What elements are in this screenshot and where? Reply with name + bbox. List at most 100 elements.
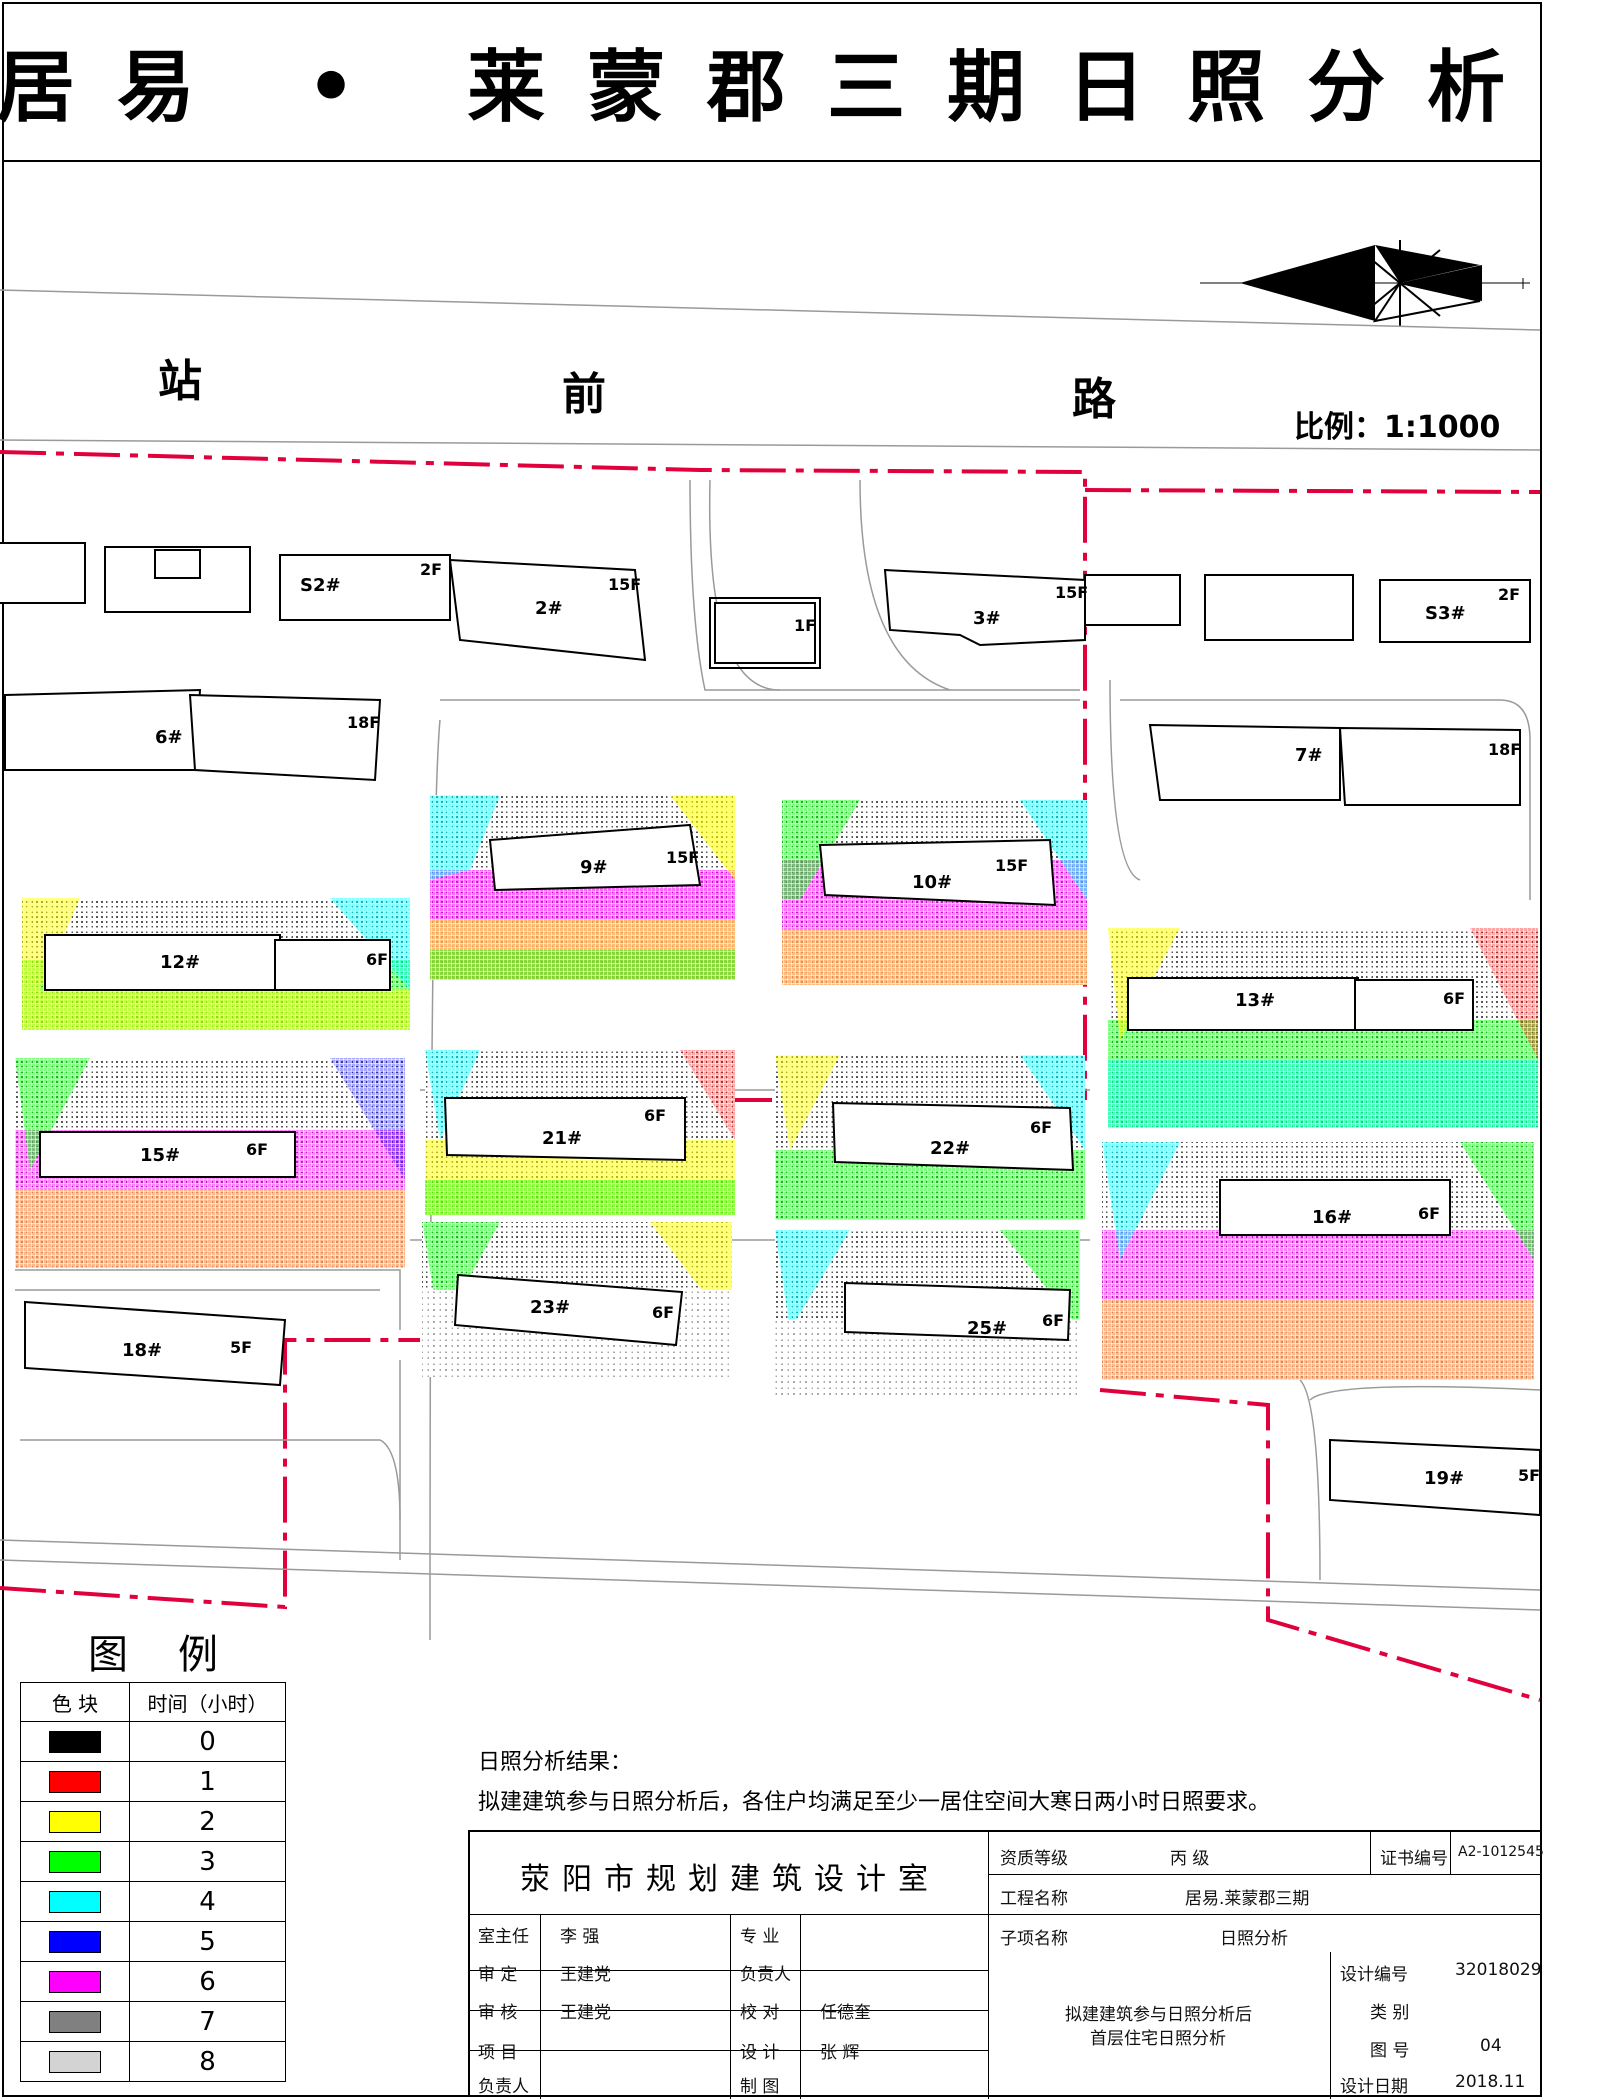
analysis-result: 日照分析结果： 拟建建筑参与日照分析后，各住户均满足至少一居住空间大寒日两小时日… <box>478 1743 1270 1823</box>
compass-icon <box>1200 240 1530 326</box>
sunlight-fields <box>15 795 1538 1395</box>
role-name: 王建党 <box>560 1965 611 1985</box>
buildings <box>0 542 1541 1517</box>
role-label: 负责人 <box>740 1965 791 1985</box>
building-outline <box>274 939 391 991</box>
legend-hours: 7 <box>129 2001 286 2042</box>
building-label: 18# <box>122 1340 163 1361</box>
organization-name: 荥阳市规划建筑设计室 <box>520 1862 940 1897</box>
role-name: 王建党 <box>560 2003 611 2023</box>
subproject-label: 子项名称 <box>1000 1929 1068 1949</box>
building-label: 23# <box>530 1297 571 1318</box>
legend-row: 4 <box>20 1881 286 1922</box>
building-outline <box>709 597 821 669</box>
building-label: 22# <box>930 1138 971 1159</box>
title-block: 荥阳市规划建筑设计室 资质等级 丙 级 证书编号 A2-1012545 工程名称… <box>468 1830 1544 2099</box>
building-label: 9# <box>580 857 608 878</box>
legend-hours: 6 <box>129 1961 286 2002</box>
building-outline <box>844 1281 1072 1342</box>
role-label: 专 业 <box>740 1927 780 1947</box>
legend-swatch <box>49 1810 101 1833</box>
building-label: S2# <box>300 575 341 596</box>
building-outline <box>39 1131 296 1178</box>
legend-row: 8 <box>20 2041 286 2082</box>
category-label: 类 别 <box>1370 2003 1410 2023</box>
legend-row: 7 <box>20 2001 286 2042</box>
building-outline <box>279 554 451 621</box>
building-label: 10# <box>912 872 953 893</box>
role-label: 校 对 <box>740 2003 780 2023</box>
legend-row: 1 <box>20 1761 286 1802</box>
legend-swatch <box>49 2010 101 2033</box>
floor-label: 6F <box>644 1106 667 1125</box>
floor-label: 15F <box>666 848 700 867</box>
floor-label: 15F <box>1055 583 1089 602</box>
building-outline <box>831 1101 1075 1172</box>
project-label: 工程名称 <box>1000 1889 1068 1909</box>
building-outline <box>448 558 647 662</box>
road-label: 路 <box>1072 374 1116 425</box>
legend-hours: 1 <box>129 1761 286 1802</box>
role-name: 李 强 <box>560 1927 600 1947</box>
date-value: 2018.11 <box>1455 2072 1526 2092</box>
legend-hours: 5 <box>129 1921 286 1962</box>
certificate-value: A2-1012545 <box>1458 1844 1544 1860</box>
legend-hours: 4 <box>129 1881 286 1922</box>
floor-label: 5F <box>1518 1466 1541 1485</box>
design-number-label: 设计编号 <box>1340 1965 1408 1985</box>
floor-label: 15F <box>608 575 642 594</box>
role-label: 审 定 <box>478 1965 518 1985</box>
building-outline <box>714 602 816 664</box>
building-outline <box>488 823 702 892</box>
floor-label: 5F <box>230 1338 253 1357</box>
role-label: 设 计 <box>740 2043 780 2063</box>
legend-header-color: 色 块 <box>20 1682 130 1722</box>
legend-swatch <box>49 1770 101 1793</box>
building-label: 6# <box>155 727 183 748</box>
floor-label: 6F <box>1443 989 1466 1008</box>
building-outline <box>453 1273 684 1347</box>
legend-hours: 0 <box>129 1721 286 1762</box>
design-number-value: 32018029 <box>1455 1960 1542 1980</box>
building-label: 19# <box>1424 1468 1465 1489</box>
legend-table: 色 块 时间（小时） 0 1 2 3 4 5 6 7 8 <box>20 1682 286 2082</box>
certificate-label: 证书编号 <box>1380 1849 1448 1869</box>
building-outline <box>1354 979 1474 1031</box>
legend-row: 6 <box>20 1961 286 2002</box>
floor-label: 6F <box>1418 1204 1441 1223</box>
title-bar: 居易 • 莱蒙郡三期日照分析 <box>0 2 1542 162</box>
building-outline <box>818 838 1057 907</box>
scale-label: 比例：1:1000 <box>1294 410 1501 445</box>
building-label: 21# <box>542 1128 583 1149</box>
floor-label: 1F <box>794 616 817 635</box>
legend-row: 3 <box>20 1841 286 1882</box>
qualification-label: 资质等级 <box>1000 1849 1068 1869</box>
legend-hours: 3 <box>129 1841 286 1882</box>
building-label: 15# <box>140 1145 181 1166</box>
legend-header-hours: 时间（小时） <box>129 1682 286 1722</box>
role-label: 项 目 <box>478 2043 518 2063</box>
sunlight-field-16 <box>1102 1142 1534 1380</box>
sheet-value: 04 <box>1480 2036 1502 2056</box>
result-heading: 日照分析结果： <box>478 1750 633 1775</box>
building-outline <box>443 1097 686 1162</box>
legend-row: 5 <box>20 1921 286 1962</box>
legend-swatch <box>49 1850 101 1873</box>
building-label: 3# <box>973 608 1001 629</box>
legend-row: 2 <box>20 1801 286 1842</box>
role-name: 张 辉 <box>820 2043 860 2063</box>
building-label: 13# <box>1235 990 1276 1011</box>
building-outline <box>1084 574 1181 626</box>
legend-hours: 8 <box>129 2041 286 2082</box>
project-value: 居易.莱蒙郡三期 <box>1185 1889 1310 1909</box>
legend-swatch <box>49 1730 101 1753</box>
road-label: 前 <box>562 369 606 420</box>
subproject-value: 日照分析 <box>1220 1929 1288 1949</box>
role-label: 制 图 <box>740 2077 780 2097</box>
building-label: 16# <box>1312 1207 1353 1228</box>
floor-label: 6F <box>246 1140 269 1159</box>
building-outline <box>1204 574 1354 641</box>
building-outline <box>1127 977 1359 1031</box>
road-label: 站 <box>158 356 202 407</box>
drawing-title-line1: 拟建建筑参与日照分析后 <box>1065 2005 1252 2025</box>
